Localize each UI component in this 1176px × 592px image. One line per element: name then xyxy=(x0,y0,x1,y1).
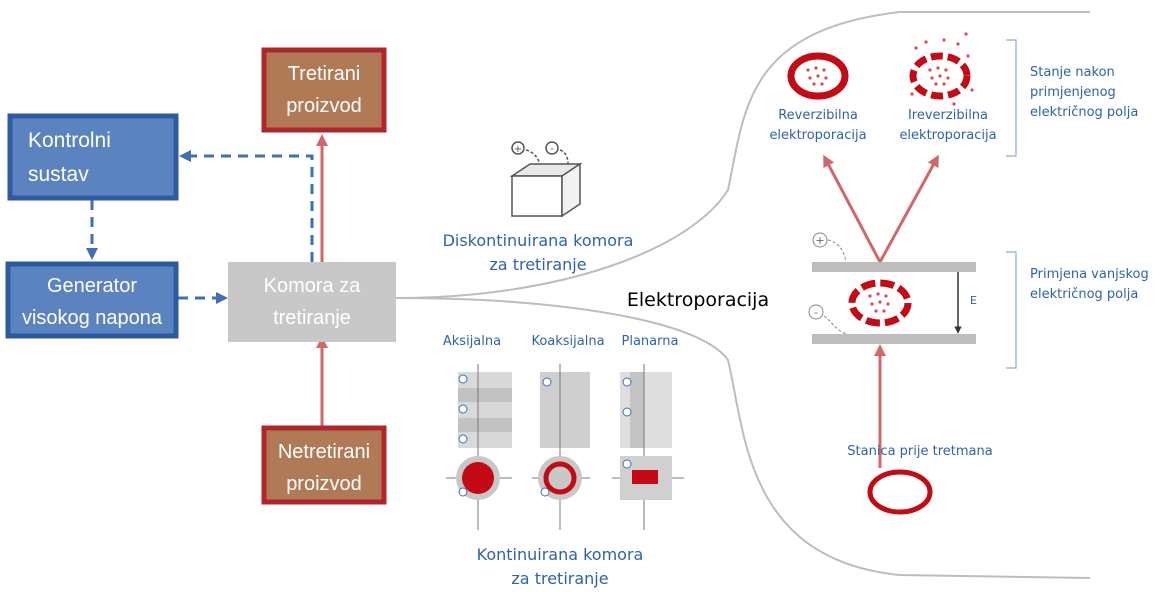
treatment-chamber-box: Komora za tretiranje xyxy=(228,262,396,342)
generator-line2: visokog napona xyxy=(22,307,163,329)
chamber-type-axial: Aksijalna xyxy=(443,334,501,349)
irreversible-cell-icon xyxy=(909,32,974,106)
axial-chamber-icon xyxy=(446,364,512,530)
state-after-line3: električnog polja xyxy=(1030,105,1138,120)
continuous-label-line2: za tretiranje xyxy=(511,569,608,588)
generator-box: Generator visokog napona xyxy=(5,261,179,339)
control-system-line1: Kontrolni xyxy=(28,129,111,152)
right-brackets xyxy=(1006,39,1017,369)
control-system-line2: sustav xyxy=(28,163,89,186)
intact-cell-icon xyxy=(867,469,933,515)
chamber-line2: tretiranje xyxy=(273,307,351,329)
treated-product-box: Tretirani proizvod xyxy=(261,47,387,133)
porated-cell-icon xyxy=(848,279,912,327)
state-after-line2: primjenjenog xyxy=(1030,85,1116,100)
chamber-type-planar: Planarna xyxy=(622,334,679,349)
discontinuous-label-line2: za tretiranje xyxy=(489,255,586,274)
svg-text:-: - xyxy=(550,144,554,155)
chamber-line1: Komora za xyxy=(264,275,362,297)
applied-field-line1: Primjena vanjskog xyxy=(1030,267,1149,282)
applied-field-line2: električnog polja xyxy=(1030,287,1138,302)
irreversible-label-line1: Ireverzibilna xyxy=(908,108,988,123)
treated-line1: Tretirani xyxy=(288,63,361,85)
untreated-line2: proizvod xyxy=(286,473,362,495)
discontinuous-label-line1: Diskontinuirana komora xyxy=(443,231,634,250)
zoom-outline xyxy=(395,11,1091,579)
state-after-line1: Stanje nakon xyxy=(1030,65,1115,80)
reversible-cell-icon xyxy=(787,52,849,100)
svg-text:-: - xyxy=(814,306,818,319)
reversible-label-line2: elektroporacija xyxy=(769,128,866,143)
untreated-line1: Netretirani xyxy=(278,441,370,463)
svg-text:+: + xyxy=(514,144,522,155)
untreated-product-box: Netretirani proizvod xyxy=(261,425,387,505)
coaxial-chamber-icon xyxy=(532,364,590,530)
electroporation-title: Elektroporacija xyxy=(627,289,769,311)
continuous-label-line1: Kontinuirana komora xyxy=(477,545,644,564)
reversible-label-line1: Reverzibilna xyxy=(778,108,858,123)
planar-chamber-icon xyxy=(612,364,684,530)
red-v-arrows xyxy=(823,154,939,468)
generator-line1: Generator xyxy=(47,275,137,297)
electrode-plates: + - E xyxy=(808,232,977,344)
svg-text:+: + xyxy=(815,234,824,247)
irreversible-label-line2: elektroporacija xyxy=(899,128,996,143)
treated-line2: proizvod xyxy=(286,95,362,117)
chamber-type-coaxial: Koaksijalna xyxy=(531,334,604,349)
battery-icon: + - xyxy=(509,141,583,218)
blue-dashed-connectors xyxy=(86,150,314,304)
cell-before-label: Stanica prije tretmana xyxy=(847,444,992,459)
field-symbol: E xyxy=(970,294,977,307)
control-system-box: Kontrolni sustav xyxy=(7,113,179,201)
